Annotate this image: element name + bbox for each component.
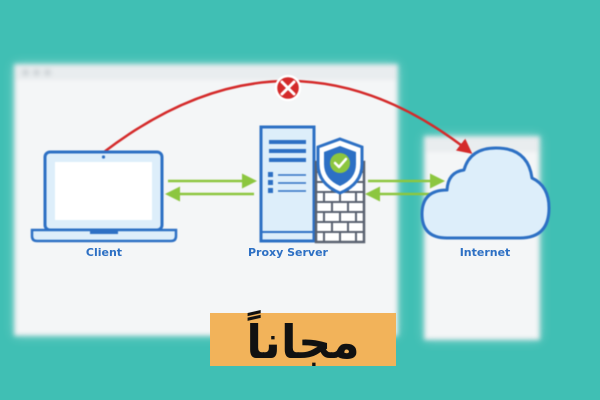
node-label-client: Client <box>85 246 123 259</box>
shield-check-icon <box>316 137 364 195</box>
window-title-bar <box>16 66 396 79</box>
cloud-icon <box>420 146 551 240</box>
node-label-proxy-server: Proxy Server <box>247 246 328 259</box>
server-icon <box>259 125 316 243</box>
node-label-internet: Internet <box>459 246 511 259</box>
promo-banner-text: مجاناً <box>246 315 360 369</box>
promo-banner <box>210 313 396 366</box>
laptop-icon <box>30 150 178 243</box>
x-circle-icon <box>274 74 302 102</box>
window-dot <box>33 69 40 76</box>
window-dot <box>22 69 29 76</box>
window-dot <box>44 69 51 76</box>
